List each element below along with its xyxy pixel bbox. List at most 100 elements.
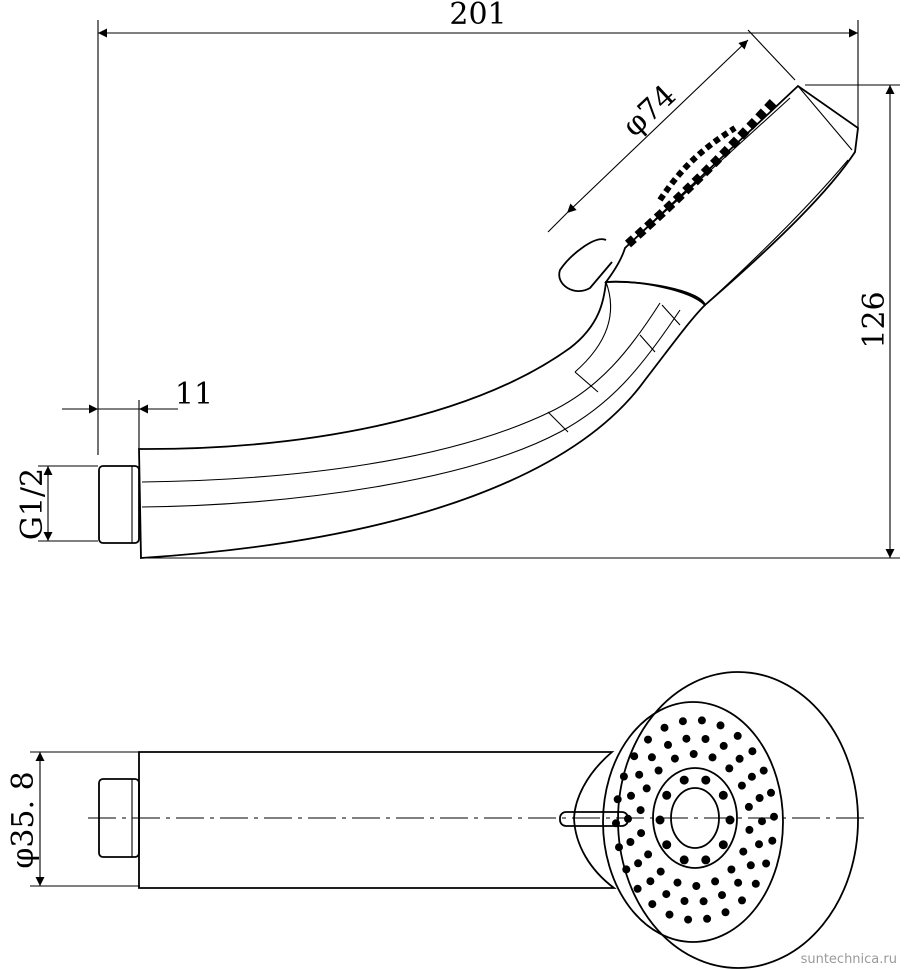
nozzle-dot [647,753,656,762]
nozzle-dot [662,890,671,899]
side-hose-nut [98,465,140,544]
nozzle-dot [755,794,764,802]
nozzle-dot [701,775,711,785]
nozzle-dot [646,877,655,886]
nozzle-dot [684,915,693,924]
top-handle-outline [138,751,617,889]
dim-label-nut-length: 11 [175,377,213,412]
nozzle-dot [636,806,645,815]
nozzle-dot [630,752,639,761]
nozzle-dot [745,825,754,834]
nozzle-dot [701,735,710,743]
nozzle-dot [748,747,757,756]
nozzle-dot [634,859,643,868]
nozzle-dot [719,741,728,750]
nozzle-dot [699,897,708,906]
nozzle-dot [718,790,728,800]
ext-line-head-left [547,212,568,233]
nozzle-dot [734,878,743,887]
dim-label-thread: G1/2 [15,468,50,540]
nozzle-dot [738,896,746,905]
nozzle-dot [670,754,679,763]
side-head-nozzles [624,96,779,248]
nozzle-dot [665,910,674,919]
nozzle-dot [689,750,698,758]
nozzle-dot [703,914,712,923]
side-handle-contour-1 [141,302,661,483]
nozzle-dot [682,734,691,743]
nozzle-dot [679,775,689,785]
nozzle-dot [701,855,711,865]
nozzle-dot [759,766,768,775]
nozzle-dot [725,764,734,773]
nozzle-dot [768,836,777,845]
nozzle-dot [664,740,672,749]
nozzle-dot [644,735,652,744]
nozzle-dot [692,882,701,890]
side-handle-outline [138,280,707,559]
nozzle-dot [708,753,717,762]
nozzle-dot [739,847,748,856]
nozzle-dot [718,891,726,900]
nozzle-dot [747,772,756,781]
side-mode-lever [558,238,613,292]
side-handle-seam-4 [661,304,681,326]
nozzle-dot [751,879,760,888]
nozzle-dot [648,900,657,909]
dim-label-height: 126 [857,291,892,348]
nozzle-dot [673,878,682,887]
nozzle-dot [758,817,766,826]
nozzle-dot [762,859,771,868]
side-handle-seam-3 [639,334,656,353]
side-handle-contour-2 [141,309,681,508]
nozzle-dot [735,754,744,763]
nozzle-dot [624,814,632,823]
nozzle-dot [737,781,746,790]
dim-label-total-length: 201 [449,0,506,32]
nozzle-dot [637,829,646,838]
nozzle-dot [613,795,622,804]
nozzle-dot [680,897,689,905]
nozzle-dot [626,838,635,846]
nozzle-dot [767,788,775,797]
watermark: suntechnica.ru [801,952,897,967]
nozzle-dot [678,717,687,726]
nozzle-dot [662,840,672,850]
nozzle-dot [655,815,665,825]
top-head-centre [670,787,720,849]
nozzle-dot [644,850,653,859]
nozzle-dot [654,766,663,775]
nozzle-dot [679,855,689,865]
nozzle-dot [733,731,742,740]
nozzle-dot [662,790,672,800]
nozzle-dot [746,861,755,870]
side-nozzle-row-inner [657,125,737,202]
side-view: 201 126 11 G1/2 φ74 [15,0,900,559]
nozzle-dot [619,772,628,781]
nozzle-dot [642,784,651,793]
top-head-nozzles [612,716,778,924]
nozzle-dot [697,716,706,725]
side-handle-contour-3 [574,281,612,373]
nozzle-dot [718,840,728,850]
nozzle-dot [755,840,763,849]
side-head-face-edge [797,85,853,151]
nozzle-dot [627,791,635,800]
nozzle-dot [721,908,730,917]
top-head-face [602,701,784,943]
dim-label-handle-diameter: φ35. 8 [6,771,41,868]
side-handle-seam-2 [574,371,599,393]
nozzle-dot [744,802,753,811]
nozzle-dot [660,723,669,732]
nozzle-dot [612,819,620,828]
nozzle-dot [711,877,720,886]
nozzle-dot [727,865,736,874]
nozzle-dot [633,884,642,893]
dim-line-head-diameter [566,39,749,214]
nozzle-dot [635,770,644,779]
side-head-outline [604,84,859,307]
top-view: φ35. 8 [6,671,870,969]
nozzle-dot [615,843,623,852]
nozzle-dot [716,721,725,730]
